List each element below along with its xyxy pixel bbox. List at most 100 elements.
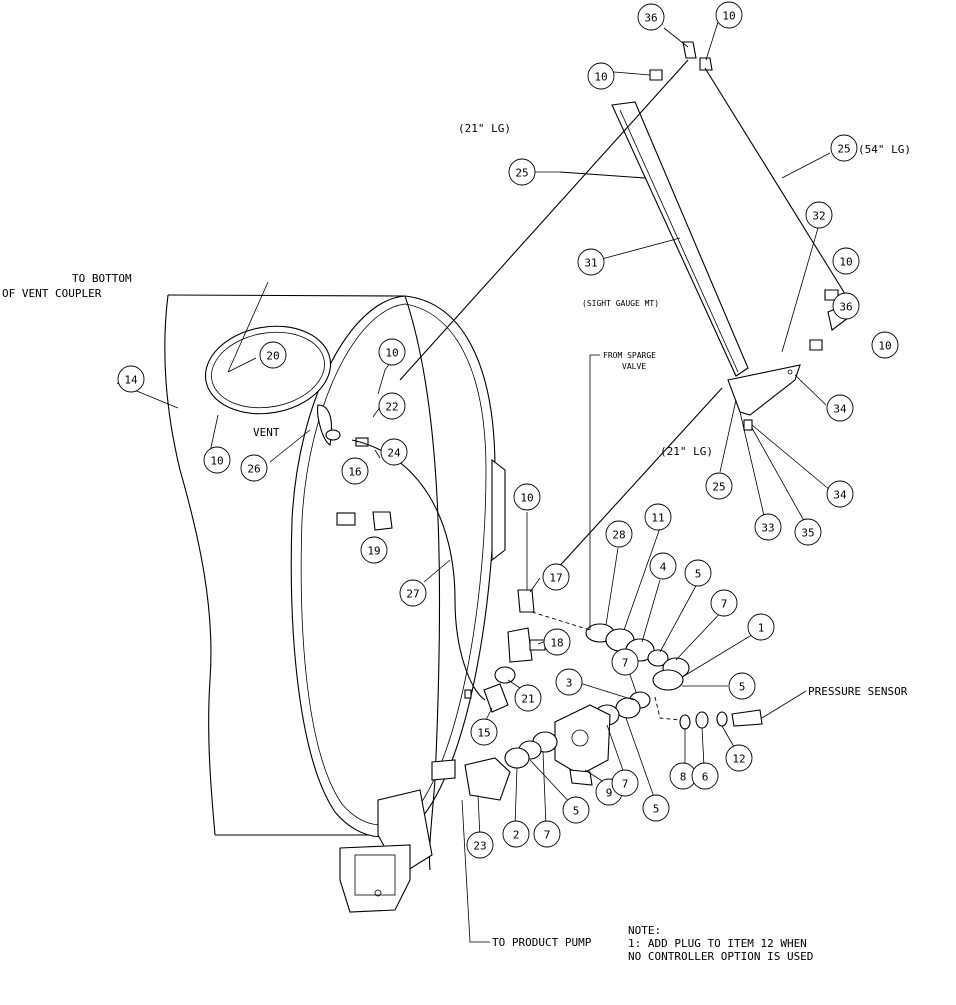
part-2 — [504, 747, 530, 769]
label-len21-top: (21" LG) — [458, 122, 511, 135]
leader-6 — [701, 727, 705, 767]
balloon-31: 31 — [577, 248, 605, 276]
balloon-circle — [240, 454, 268, 482]
balloon-number: 8 — [680, 771, 687, 784]
balloon-number: 35 — [801, 527, 814, 540]
balloon-circle — [728, 672, 756, 700]
balloon-number: 28 — [612, 529, 625, 542]
balloon-circle — [378, 392, 406, 420]
fitting-17 — [517, 589, 535, 613]
balloon-number: 5 — [739, 681, 746, 694]
balloon-19: 19 — [360, 536, 388, 564]
tank-left-outline — [164, 294, 216, 836]
balloon-35: 35 — [794, 518, 822, 546]
leader-1 — [683, 629, 761, 677]
leader-17 — [529, 577, 541, 593]
balloon-number: 20 — [266, 350, 279, 363]
balloon-circle — [826, 394, 854, 422]
balloon-number: 25 — [837, 143, 850, 156]
balloon-26: 26 — [240, 454, 268, 482]
balloon-16: 16 — [341, 457, 369, 485]
balloon-23: 23 — [466, 831, 494, 859]
balloon-circle — [577, 248, 605, 276]
balloon-number: 24 — [387, 447, 401, 460]
balloon-number: 6 — [702, 771, 709, 784]
balloon-2: 2 — [502, 820, 530, 848]
leader-product-pump — [461, 799, 490, 943]
balloon-7: 7 — [533, 820, 561, 848]
balloon-circle — [555, 668, 583, 696]
label-pressure-sensor: PRESSURE SENSOR — [808, 685, 908, 698]
balloon-circle — [794, 518, 822, 546]
sight-gauge-bar-edge — [619, 109, 739, 373]
leader-10-top-right — [705, 21, 719, 61]
balloon-21: 21 — [514, 684, 542, 712]
leader-35 — [751, 427, 809, 529]
balloon-number: 5 — [653, 803, 660, 816]
balloon-number: 5 — [695, 568, 702, 581]
leader-lines — [116, 21, 831, 943]
leader-7-right — [606, 724, 626, 777]
balloon-number: 34 — [833, 489, 847, 502]
balloon-circle — [533, 820, 561, 848]
leader-25-lower — [719, 399, 737, 473]
balloon-number: 16 — [348, 466, 361, 479]
internal-tube-stub — [336, 512, 356, 526]
balloon-number: 7 — [544, 829, 551, 842]
balloon-number: 14 — [124, 374, 138, 387]
tank-front-rim-inner — [300, 303, 487, 826]
balloon-circle — [360, 536, 388, 564]
balloon-number: 15 — [477, 727, 490, 740]
pressure-sensor — [731, 709, 763, 727]
leader-20 — [227, 357, 257, 373]
pump-assembly — [464, 589, 763, 801]
balloon-circle — [399, 579, 427, 607]
balloon-number: 32 — [812, 210, 825, 223]
balloon-number: 11 — [651, 512, 664, 525]
balloon-circle — [514, 684, 542, 712]
balloon-10: 10 — [871, 331, 899, 359]
balloon-circle — [203, 446, 231, 474]
mount-hole — [787, 369, 793, 375]
balloon-circle — [684, 559, 712, 587]
balloon-11: 11 — [644, 503, 672, 531]
balloon-number: 21 — [521, 693, 534, 706]
balloon-12: 12 — [725, 744, 753, 772]
balloon-10: 10 — [715, 1, 743, 29]
balloon-33: 33 — [754, 513, 782, 541]
balloon-28: 28 — [605, 520, 633, 548]
balloon-number: 23 — [473, 840, 486, 853]
leader-5-lower-left — [529, 759, 574, 807]
balloon-17: 17 — [542, 563, 570, 591]
balloon-circle — [470, 718, 498, 746]
part-5-upper — [647, 649, 669, 667]
tube-segment — [559, 171, 646, 179]
leader-2 — [514, 767, 518, 827]
balloon-circle — [637, 3, 665, 31]
leader-26 — [269, 429, 311, 463]
label-to-bottom-1: TO BOTTOM — [72, 272, 132, 285]
balloon-number: 10 — [520, 492, 533, 505]
label-from-sparge-2: VALVE — [622, 362, 646, 371]
tank-right-flank — [404, 295, 441, 871]
balloon-number: 27 — [406, 588, 419, 601]
leader-to-bottom — [227, 281, 269, 373]
leader-5-upper — [659, 581, 699, 653]
balloon-1: 1 — [747, 613, 775, 641]
leader-34-lower — [751, 424, 831, 491]
balloon-number: 9 — [606, 787, 613, 800]
elbow-15 — [483, 683, 509, 713]
balloon-circle — [259, 341, 287, 369]
balloon-circle — [562, 796, 590, 824]
balloon-number: 3 — [566, 677, 573, 690]
balloon-10: 10 — [378, 338, 406, 366]
balloon-25: 25 — [508, 158, 536, 186]
balloon-circle — [611, 648, 639, 676]
tube-25-long-left — [399, 59, 689, 381]
pump-foot — [569, 769, 593, 786]
balloon-number: 10 — [385, 347, 398, 360]
part-6 — [695, 711, 709, 729]
balloon-32: 32 — [805, 201, 833, 229]
note-line-2: NO CONTROLLER OPTION IS USED — [628, 950, 813, 963]
